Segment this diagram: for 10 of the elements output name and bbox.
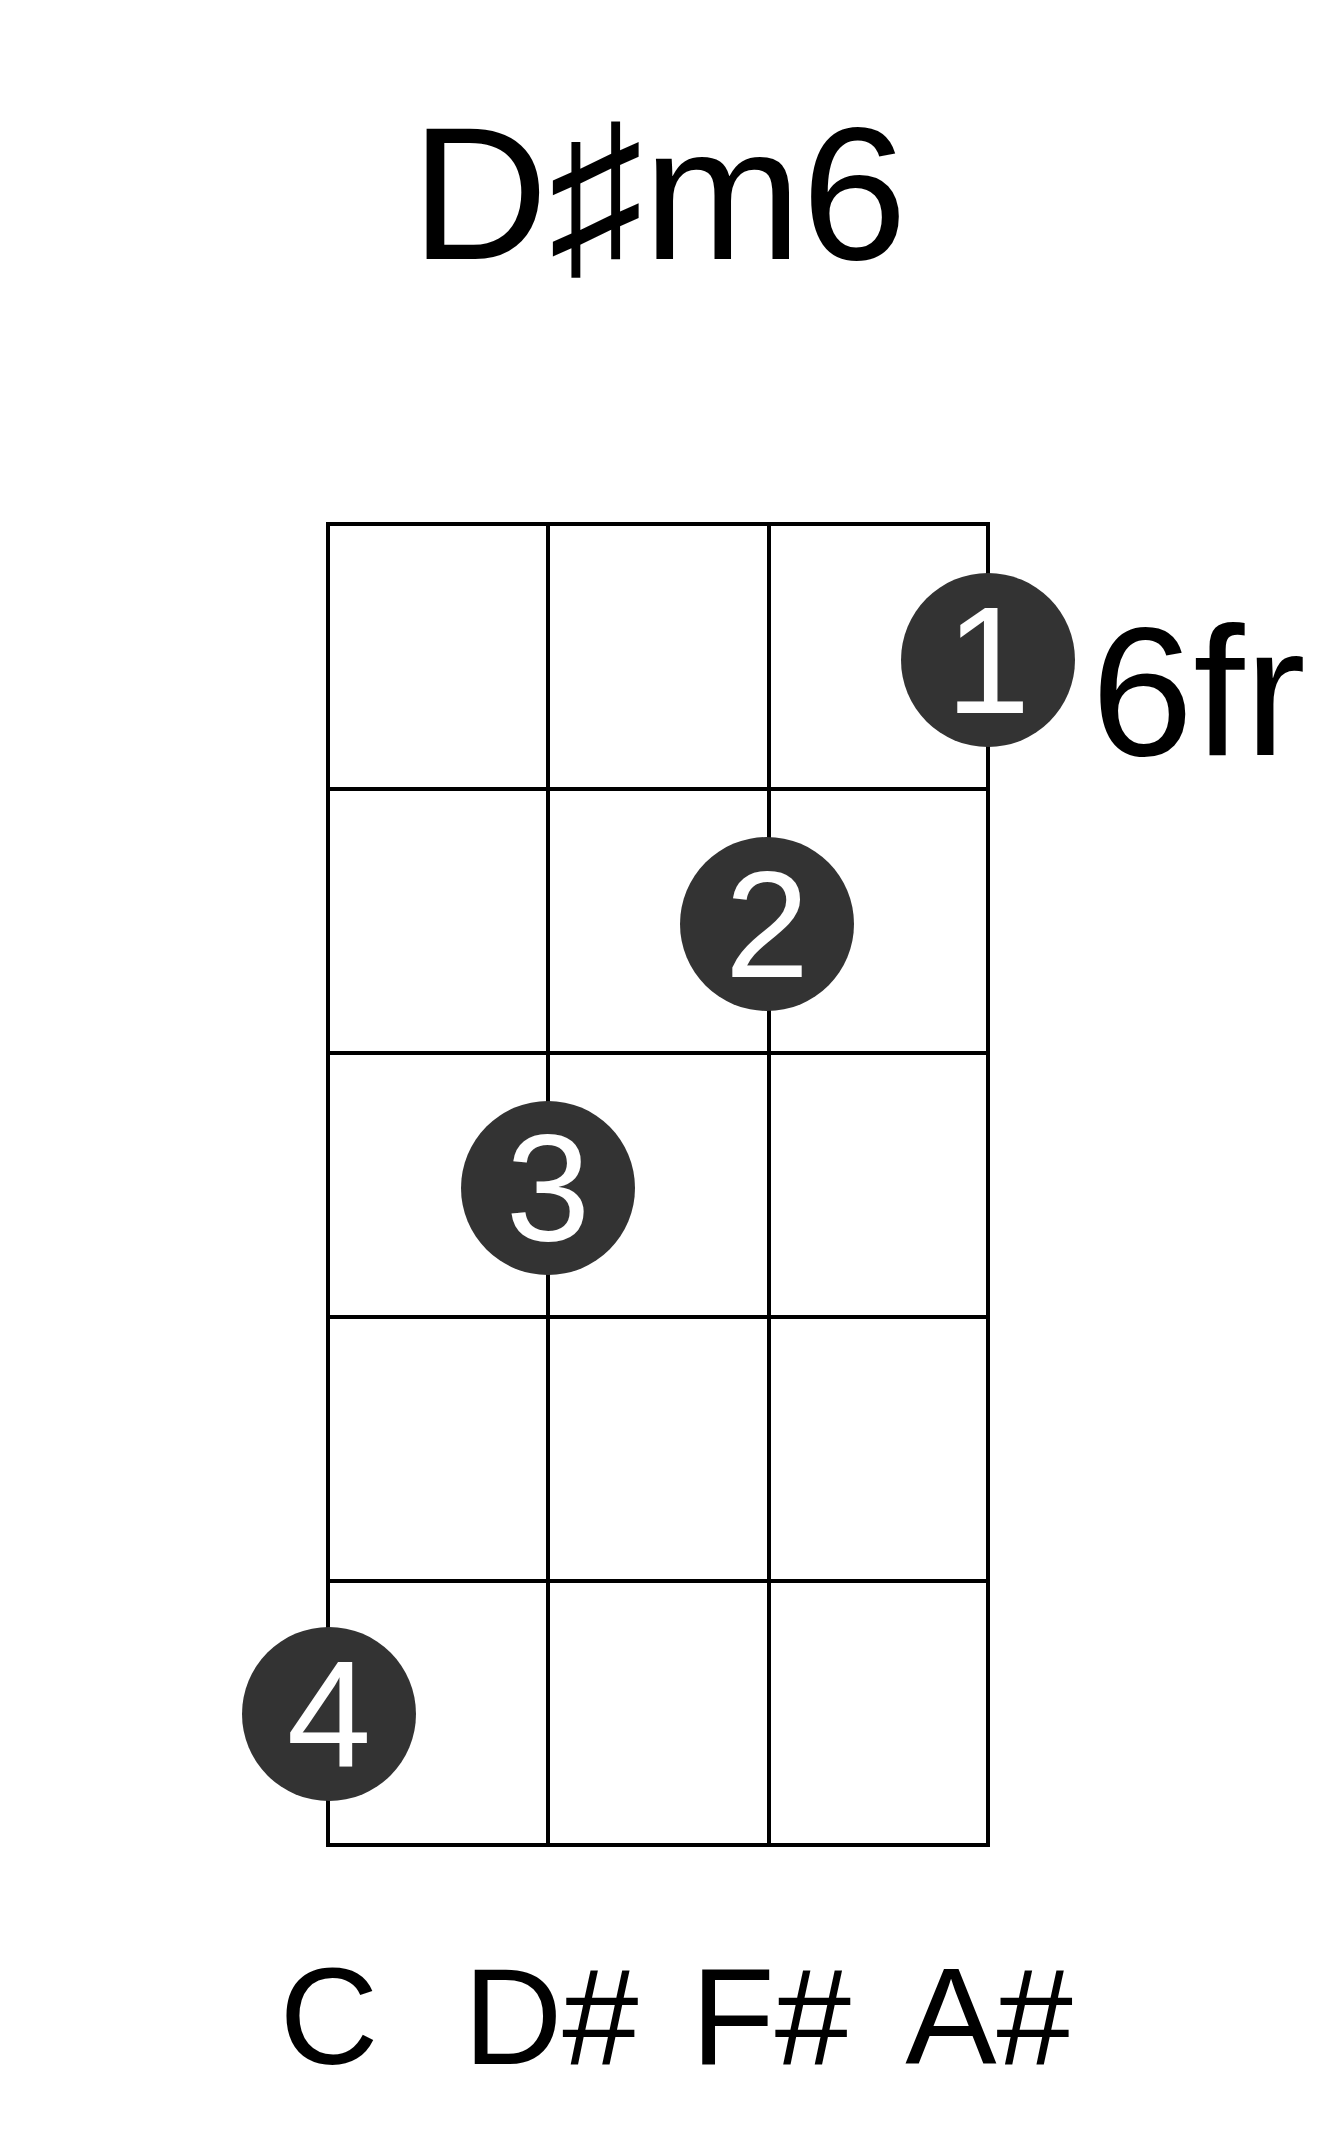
finger-number: 4	[286, 1638, 372, 1790]
finger-number: 3	[505, 1112, 591, 1264]
fret-position-label: 6fr	[1091, 599, 1306, 784]
finger-number: 2	[724, 848, 810, 1000]
string-note-label: A#	[905, 1948, 1073, 2085]
string-note-label: C	[279, 1948, 379, 2085]
chord-title: D♯m6	[410, 98, 908, 289]
string-note-label: D#	[463, 1948, 639, 2085]
finger-number: 1	[945, 584, 1031, 736]
string-note-label: F#	[691, 1948, 851, 2085]
